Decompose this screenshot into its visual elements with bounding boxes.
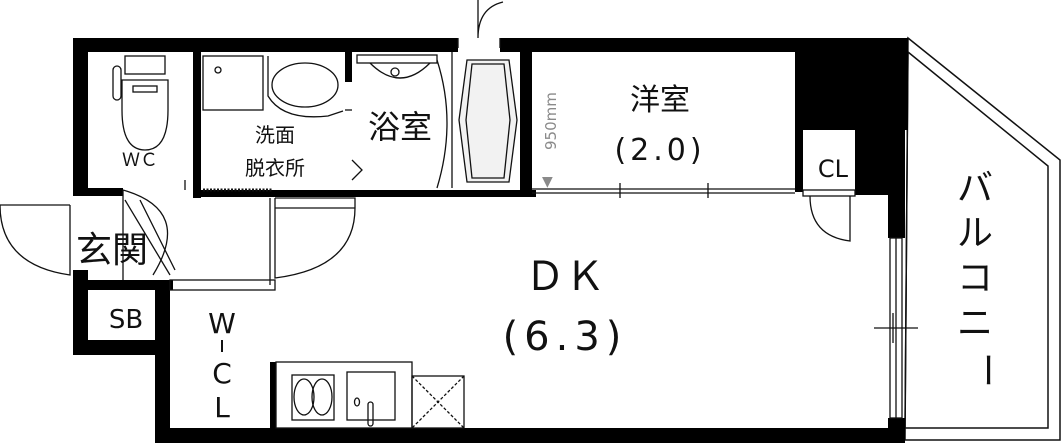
western-room-size: (2.0) xyxy=(614,133,705,168)
balcony-char: ー xyxy=(966,352,1007,388)
ceiling-note-arrow: ▼ xyxy=(542,174,553,190)
balcony-char: バ xyxy=(957,168,993,209)
washroom-label-line2: 脱衣所 xyxy=(245,156,305,180)
dk-label: ＤＫ xyxy=(525,254,605,300)
ceiling-height-note: 950mm xyxy=(542,92,560,150)
bathroom-label: 浴室 xyxy=(368,108,432,146)
closet-label: CL xyxy=(818,155,849,183)
western-room-label: 洋室 xyxy=(630,83,690,118)
dk-size: (6.3) xyxy=(503,314,628,360)
wcl-label-c: C xyxy=(212,357,232,390)
toilet-label: ＷＣ xyxy=(122,150,158,171)
walls xyxy=(73,38,908,443)
balcony-char: ル xyxy=(957,213,993,254)
washroom-label-line1: 洗面 xyxy=(255,123,295,147)
fixtures xyxy=(0,0,918,429)
balcony-char: ニ xyxy=(957,303,993,344)
balcony-char: コ xyxy=(957,258,993,299)
wcl-label-w: W xyxy=(208,307,236,340)
balcony-label: バ ル コ ニ ー xyxy=(957,168,1007,388)
wcl-label-l: L xyxy=(214,391,230,424)
entrance-label: 玄関 xyxy=(76,230,148,271)
shoe-box-label: SB xyxy=(109,305,143,335)
balcony xyxy=(904,36,1061,441)
